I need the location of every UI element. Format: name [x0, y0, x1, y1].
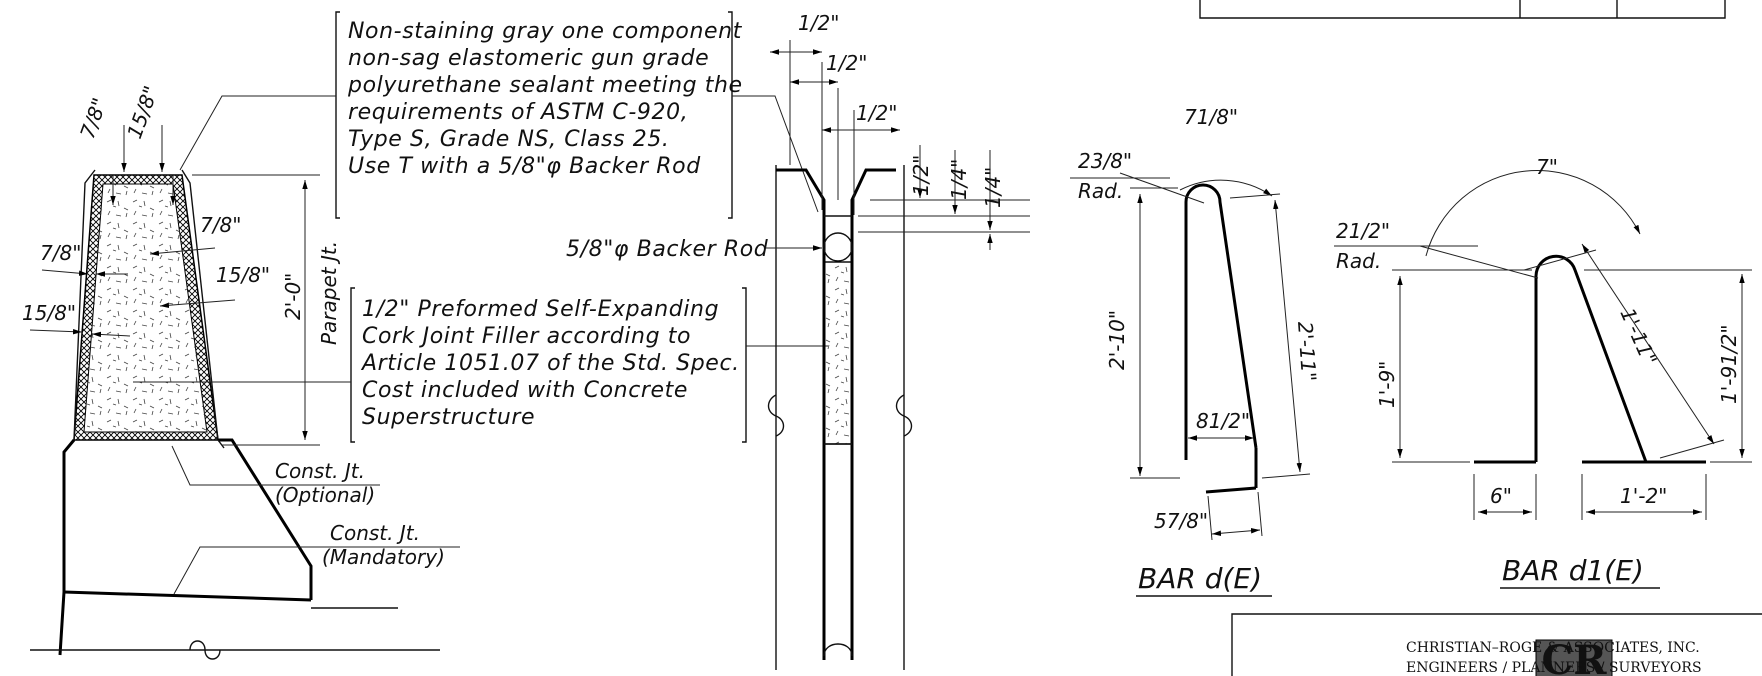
bar-d1-shape: 21/2" Rad. 7" 1'-9" 1'-11" 1'-91/2" 6" 1… — [1334, 155, 1752, 589]
company-logo — [1535, 639, 1613, 676]
dim-7-8-left: 7/8" — [40, 241, 81, 265]
cork-line-2: Cork Joint Filler according to — [362, 324, 691, 349]
backer-rod-label: 5/8"φ Backer Rod — [566, 237, 769, 262]
sealant-line-1: Non-staining gray one component — [348, 19, 743, 44]
bar-d1-radius: 21/2" — [1336, 219, 1390, 243]
bar-d-shape: 23/8" Rad. 71/8" 2'-10" 2'-11" 81/2" 57/… — [1070, 105, 1321, 597]
bar-d1-right-height: 1'-91/2" — [1717, 324, 1741, 404]
bar-d1-diagonal: 1'-11" — [1615, 304, 1661, 369]
dim-15-8-left: 15/8" — [22, 301, 76, 325]
dim-15-8-right: 15/8" — [216, 263, 270, 287]
sealant-line-3: polyurethane sealant meeting the — [347, 73, 743, 98]
bar-d1-foot-left: 6" — [1490, 484, 1512, 508]
bar-d-arc: 71/8" — [1184, 105, 1238, 129]
dim-2-0-height: 2'-0" — [281, 273, 305, 320]
bar-d-width: 81/2" — [1196, 409, 1250, 433]
bar-d-rad-label: Rad. — [1078, 179, 1123, 203]
bar-d1-rad-label: Rad. — [1336, 249, 1381, 273]
const-jt-optional-2: (Optional) — [275, 483, 375, 507]
bar-d-left-height: 2'-10" — [1105, 310, 1129, 370]
bar-d-bottom: 57/8" — [1154, 509, 1208, 533]
parapet-section — [30, 169, 440, 660]
sealant-line-4: requirements of ASTM C-920, — [348, 100, 688, 125]
company-name: CHRISTIAN–ROGE & ASSOCIATES, INC. — [1406, 640, 1700, 656]
dim-7-8-right: 7/8" — [200, 213, 241, 237]
bar-d-title: BAR d(E) — [1138, 562, 1262, 595]
cork-line-3: Article 1051.07 of the Std. Spec. — [360, 351, 740, 376]
sealant-line-6: Use T with a 5/8"φ Backer Rod — [348, 154, 701, 179]
bar-d-right-height: 2'-11" — [1293, 321, 1321, 383]
joint-dim-w3: 1/2" — [856, 101, 897, 125]
dim-15-8-top: 15/8" — [122, 83, 163, 142]
title-block: CR CHRISTIAN–ROGE & ASSOCIATES, INC. ENG… — [1231, 613, 1762, 676]
const-jt-mandatory-2: (Mandatory) — [322, 545, 445, 569]
parapet-jt-label: Parapet Jt. — [317, 241, 341, 345]
sealant-callout: Non-staining gray one component non-sag … — [179, 11, 819, 219]
cork-line-5: Superstructure — [362, 405, 535, 430]
joint-dim-v1: 1/2" — [909, 155, 933, 196]
bar-d-radius: 23/8" — [1078, 149, 1132, 173]
parapet-dimensions: 7/8" 15/8" 7/8" 7/8" 15/8" 15/8" 2'-0" P… — [22, 83, 341, 446]
bar-d1-title: BAR d1(E) — [1502, 554, 1644, 587]
bar-d1-foot-right: 1'-2" — [1620, 484, 1667, 508]
sealant-line-5: Type S, Grade NS, Class 25. — [348, 127, 670, 152]
joint-dim-w2: 1/2" — [826, 51, 867, 75]
joint-dim-v2: 1/4" — [947, 159, 971, 200]
joint-dim-v3: 1/4" — [981, 167, 1005, 208]
dim-7-8-top: 7/8" — [75, 95, 112, 142]
const-jt-callouts: Const. Jt. (Optional) Const. Jt. (Mandat… — [171, 445, 460, 595]
cork-line-4: Cost included with Concrete — [362, 378, 688, 403]
const-jt-optional-1: Const. Jt. — [275, 459, 365, 483]
cork-callout: 1/2" Preformed Self-Expanding Cork Joint… — [133, 287, 828, 443]
logo-text: CR — [1541, 637, 1607, 676]
table-fragment — [1199, 0, 1726, 19]
joint-elevation: 1/2" 1/2" 1/2" 1/2" 1/4" 1/4" 5/8"φ Back… — [566, 11, 1030, 670]
joint-dim-w1: 1/2" — [798, 11, 839, 35]
bar-d1-left-height: 1'-9" — [1375, 361, 1399, 408]
cork-line-1: 1/2" Preformed Self-Expanding — [362, 297, 719, 322]
bar-d1-arc: 7" — [1536, 155, 1558, 179]
company-tagline: ENGINEERS / PLANNERS / SURVEYORS — [1406, 660, 1702, 676]
sealant-line-2: non-sag elastomeric gun grade — [348, 46, 709, 71]
const-jt-mandatory-1: Const. Jt. — [330, 521, 420, 545]
